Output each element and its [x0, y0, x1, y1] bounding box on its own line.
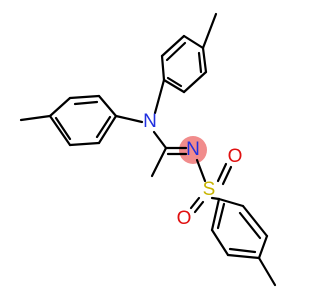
amine-nitrogen-label: N — [143, 111, 157, 132]
tolyl-ring-left — [19, 94, 118, 147]
core-bonds — [114, 78, 233, 214]
tolyl-ring-top — [160, 12, 218, 94]
molecule-drawing: N N S O O — [19, 12, 277, 287]
imine-nitrogen-highlight — [179, 136, 207, 164]
oxygen-upper-label: O — [228, 146, 243, 167]
sulfur-label: S — [203, 179, 216, 200]
oxygen-lower-label: O — [177, 208, 192, 229]
chemical-structure: N N S O O — [19, 12, 277, 287]
imine-nitrogen-label: N — [186, 139, 200, 160]
tolyl-ring-bottom — [210, 197, 277, 287]
